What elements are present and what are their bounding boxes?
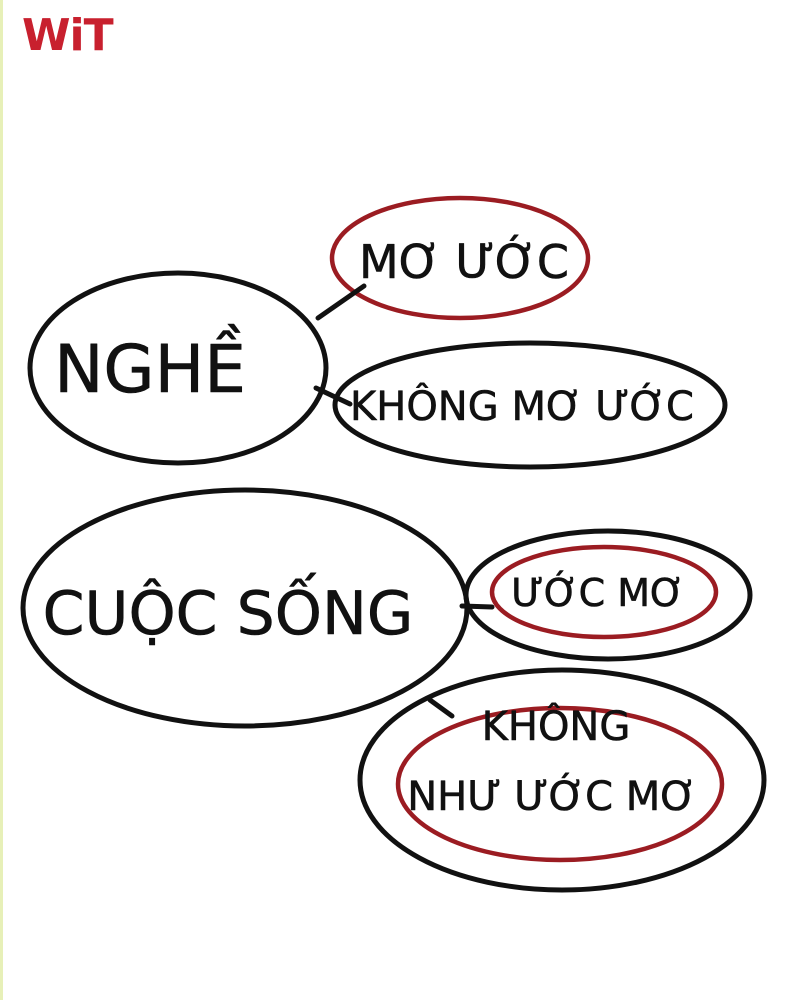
mo-uoc-node-label: MƠ ƯỚC — [359, 235, 569, 289]
nghe-to-khong-mo-uoc-connector — [313, 385, 353, 407]
uoc-mo-outer-outline — [463, 528, 753, 662]
khong-nhu-uoc-mo-inner-highlight — [395, 705, 725, 863]
nghe-node-outline — [27, 270, 329, 466]
nghe-to-mo-uoc-connector — [315, 283, 367, 321]
nhu-uoc-mo-node-label-line2: NHƯ ƯỚC MƠ — [407, 772, 697, 820]
uoc-mo-inner-highlight — [489, 544, 719, 640]
wit-logo: WiT — [22, 10, 114, 61]
khong-node-label-line1: KHÔNG — [482, 702, 631, 750]
cuoc-song-node-label: CUỘC SỐNG — [43, 571, 414, 649]
cuoc-song-to-uoc-mo-connector — [459, 603, 495, 610]
page-edge-strip — [0, 0, 3, 1000]
cuoc-song-to-khong-nhu-uoc-mo-connector — [427, 697, 455, 719]
nghe-node-label: NGHỀ — [54, 324, 246, 408]
khong-mo-uoc-node-outline — [332, 340, 728, 470]
uoc-mo-node-label: ƯỚC MƠ — [511, 571, 684, 615]
khong-mo-uoc-node-label: KHÔNG MƠ ƯỚC — [350, 382, 694, 430]
khong-nhu-uoc-mo-outer-outline — [357, 667, 767, 893]
mo-uoc-node-outline — [329, 195, 591, 321]
